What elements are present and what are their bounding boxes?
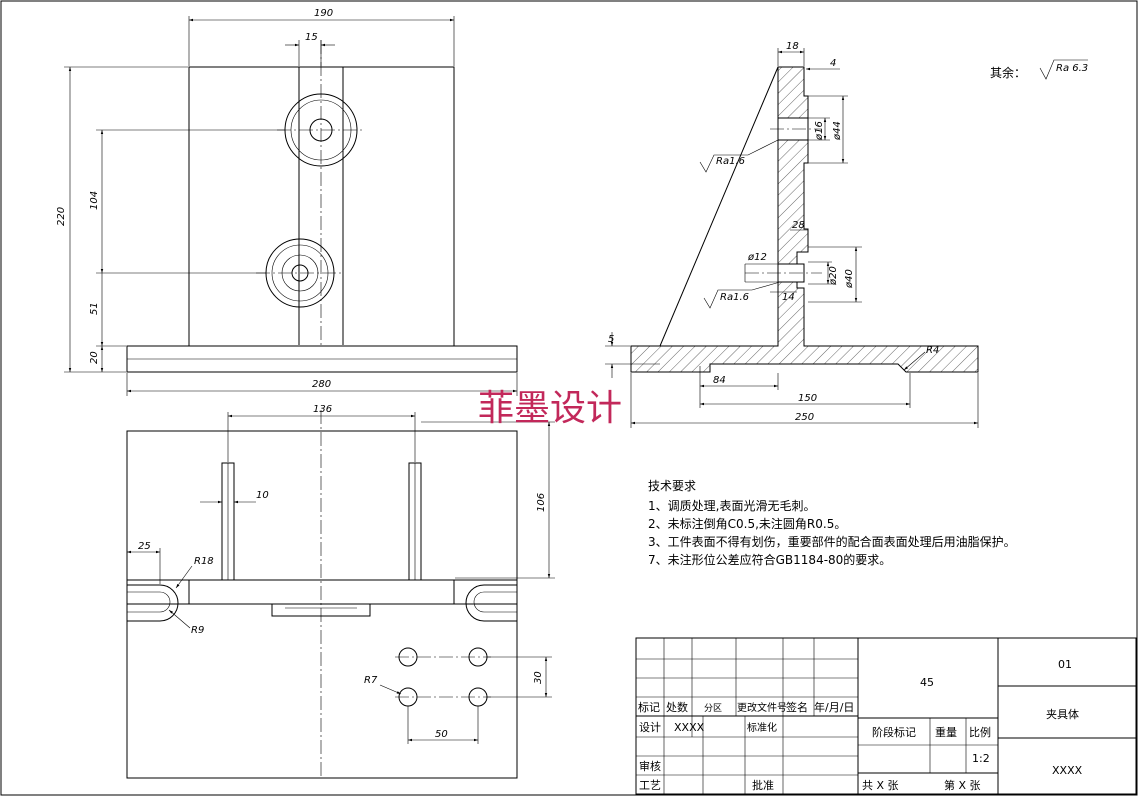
tb-approve: 批准 xyxy=(752,778,774,792)
tb-process: 工艺 xyxy=(639,779,661,792)
dim-150: 150 xyxy=(798,393,817,404)
front-flange xyxy=(188,579,455,605)
tb-design-value: XXXX xyxy=(674,721,705,734)
title-block: 标记 处数 分区 更改文件号 签名 年/月/日 设计 XXXX 标准化 审核 工… xyxy=(635,637,1137,795)
tb-sign: 签名 xyxy=(786,700,808,714)
dim-106: 106 xyxy=(536,493,547,512)
tech-item-4: 7、未注形位公差应符合GB1184-80的要求。 xyxy=(648,552,891,567)
tech-item-3: 3、工件表面不得有划伤，重要部件的配合面表面处理后用油脂保护。 xyxy=(648,534,1016,549)
dim-r4: R4 xyxy=(926,345,939,356)
tech-requirements: 技术要求 1、调质处理,表面光滑无毛刺。 2、未标注倒角C0.5,未注圆角R0.… xyxy=(648,479,1016,567)
dim-250: 250 xyxy=(795,412,814,423)
bottom-boss xyxy=(271,603,371,617)
dim-20: 20 xyxy=(89,351,100,364)
tb-drawing-no: 01 xyxy=(1058,658,1072,671)
top-view-plate xyxy=(188,66,455,347)
dim-220: 220 xyxy=(56,207,67,226)
dim-280: 280 xyxy=(312,379,331,390)
front-view xyxy=(126,410,518,779)
section-view xyxy=(630,66,979,373)
dim-r7: R7 xyxy=(364,675,378,686)
tb-scale-value: 1:2 xyxy=(972,752,990,765)
dim-30: 30 xyxy=(533,671,544,684)
tb-standardize: 标准化 xyxy=(747,721,777,734)
dim-104: 104 xyxy=(89,191,100,210)
tech-title: 技术要求 xyxy=(648,479,696,493)
tb-material: 45 xyxy=(920,676,934,689)
svg-text:Ra1.6: Ra1.6 xyxy=(716,156,745,167)
tb-scale: 比例 xyxy=(969,725,991,739)
section-dimensions: 18 4 ø16 ø44 28 ø12 ø20 ø40 14 5 84 xyxy=(605,41,979,428)
svg-text:Ra1.6: Ra1.6 xyxy=(720,292,749,303)
tb-stage-mark: 阶段标记 xyxy=(872,725,916,739)
dim-50: 50 xyxy=(435,729,448,740)
dim-d44: ø44 xyxy=(832,121,843,141)
dim-190: 190 xyxy=(314,8,333,19)
tb-change-doc: 更改文件号 xyxy=(737,701,787,714)
dim-18: 18 xyxy=(786,41,799,52)
dim-14: 14 xyxy=(782,292,795,303)
dim-r18: R18 xyxy=(194,556,214,567)
front-view-dimensions: 136 10 106 25 R18 R9 R7 50 30 xyxy=(126,404,555,744)
tb-design: 设计 xyxy=(639,721,661,734)
left-slot xyxy=(127,584,179,622)
roughness-label: 其余： xyxy=(990,65,1026,80)
tb-company: XXXX xyxy=(1052,764,1083,777)
bolt-holes xyxy=(395,647,491,707)
tb-sheets-total: 共 X 张 xyxy=(862,779,899,792)
dim-5: 5 xyxy=(608,334,614,345)
dim-d40: ø40 xyxy=(844,269,855,289)
dim-28: 28 xyxy=(792,220,805,231)
dim-4: 4 xyxy=(830,58,836,69)
dim-25: 25 xyxy=(138,541,151,552)
dim-136: 136 xyxy=(313,404,332,415)
dim-10: 10 xyxy=(256,490,269,501)
dim-d20: ø20 xyxy=(828,266,839,286)
watermark-text: 菲墨设计 xyxy=(478,388,622,429)
dim-d12: ø12 xyxy=(747,252,767,263)
tb-weight: 重量 xyxy=(935,725,957,739)
tech-item-2: 2、未标注倒角C0.5,未注圆角R0.5。 xyxy=(648,516,846,531)
general-roughness: 其余： Ra 6.3 xyxy=(990,59,1088,80)
tb-part-name: 夹具体 xyxy=(1046,707,1079,721)
tb-zone: 分区 xyxy=(704,703,722,714)
tb-date: 年/月/日 xyxy=(814,700,854,714)
dim-51: 51 xyxy=(89,302,100,315)
top-view-dimensions: 190 15 220 104 51 20 280 xyxy=(56,8,518,396)
tb-review: 审核 xyxy=(639,759,661,773)
dim-r9: R9 xyxy=(191,625,204,636)
tb-count: 处数 xyxy=(666,701,688,714)
tb-sheet-no: 第 X 张 xyxy=(944,778,981,792)
tech-item-1: 1、调质处理,表面光滑无毛刺。 xyxy=(648,499,815,513)
tb-mark: 标记 xyxy=(638,700,660,714)
dim-84: 84 xyxy=(713,375,726,386)
top-view xyxy=(126,40,518,373)
roughness-callout-lower: Ra1.6 xyxy=(703,281,781,309)
roughness-value: Ra 6.3 xyxy=(1056,63,1088,74)
right-slot xyxy=(465,584,517,622)
dim-15: 15 xyxy=(305,32,318,43)
roughness-callout-upper: Ra1.6 xyxy=(699,139,779,173)
dim-d16: ø16 xyxy=(814,121,825,141)
